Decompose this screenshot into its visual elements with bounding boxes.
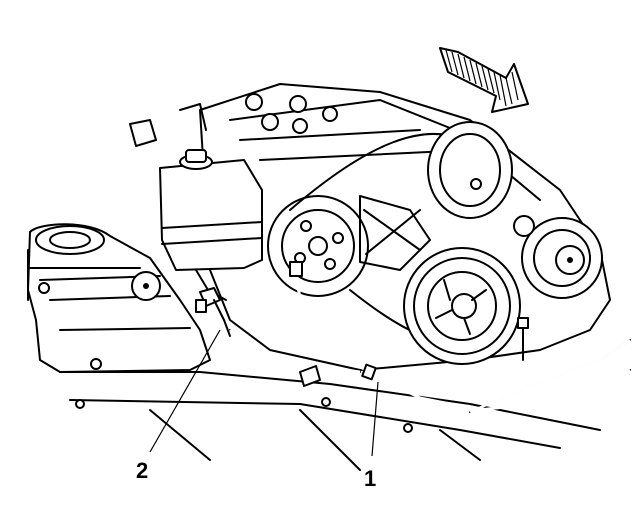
- ac-compressor-pulley: [513, 215, 603, 299]
- crank-pulley: [267, 195, 369, 297]
- lower-body-panel: [59, 371, 601, 471]
- callout-1-label: 1: [364, 466, 376, 491]
- leader-line-2: [149, 329, 221, 453]
- leader-line-1: [371, 381, 379, 457]
- power-steering-hose: [228, 261, 631, 414]
- fluid-reservoir: [159, 149, 263, 301]
- hose-clip: [195, 287, 231, 337]
- power-steering-pump-pulley: [403, 247, 521, 365]
- accessory-bracket: [359, 195, 431, 271]
- frame-crossmember: [27, 223, 211, 373]
- forward-arrow-icon: [439, 47, 529, 113]
- callout-2-label: 2: [136, 458, 148, 483]
- mounting-bolt: [517, 317, 529, 361]
- idler-pulley: [427, 121, 513, 219]
